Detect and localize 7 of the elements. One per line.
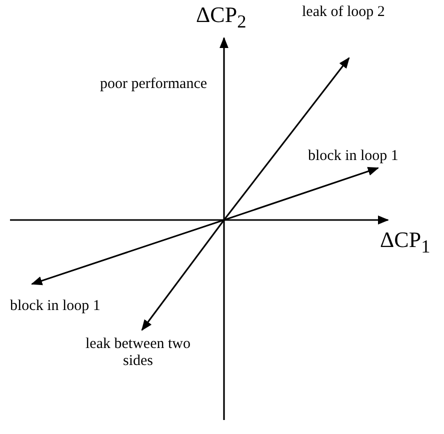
vector-label: block in loop 1 (10, 298, 100, 315)
vector-label: leak between two sides (84, 336, 192, 370)
vector-label: leak of loop 2 (302, 4, 385, 21)
region-label: poor performance (100, 76, 208, 93)
axis-label: ΔCP$_{1}$ (380, 228, 430, 258)
axis-label: ΔCP$_{2}$ (196, 3, 246, 34)
vector-label: block in loop 1 (308, 148, 398, 165)
